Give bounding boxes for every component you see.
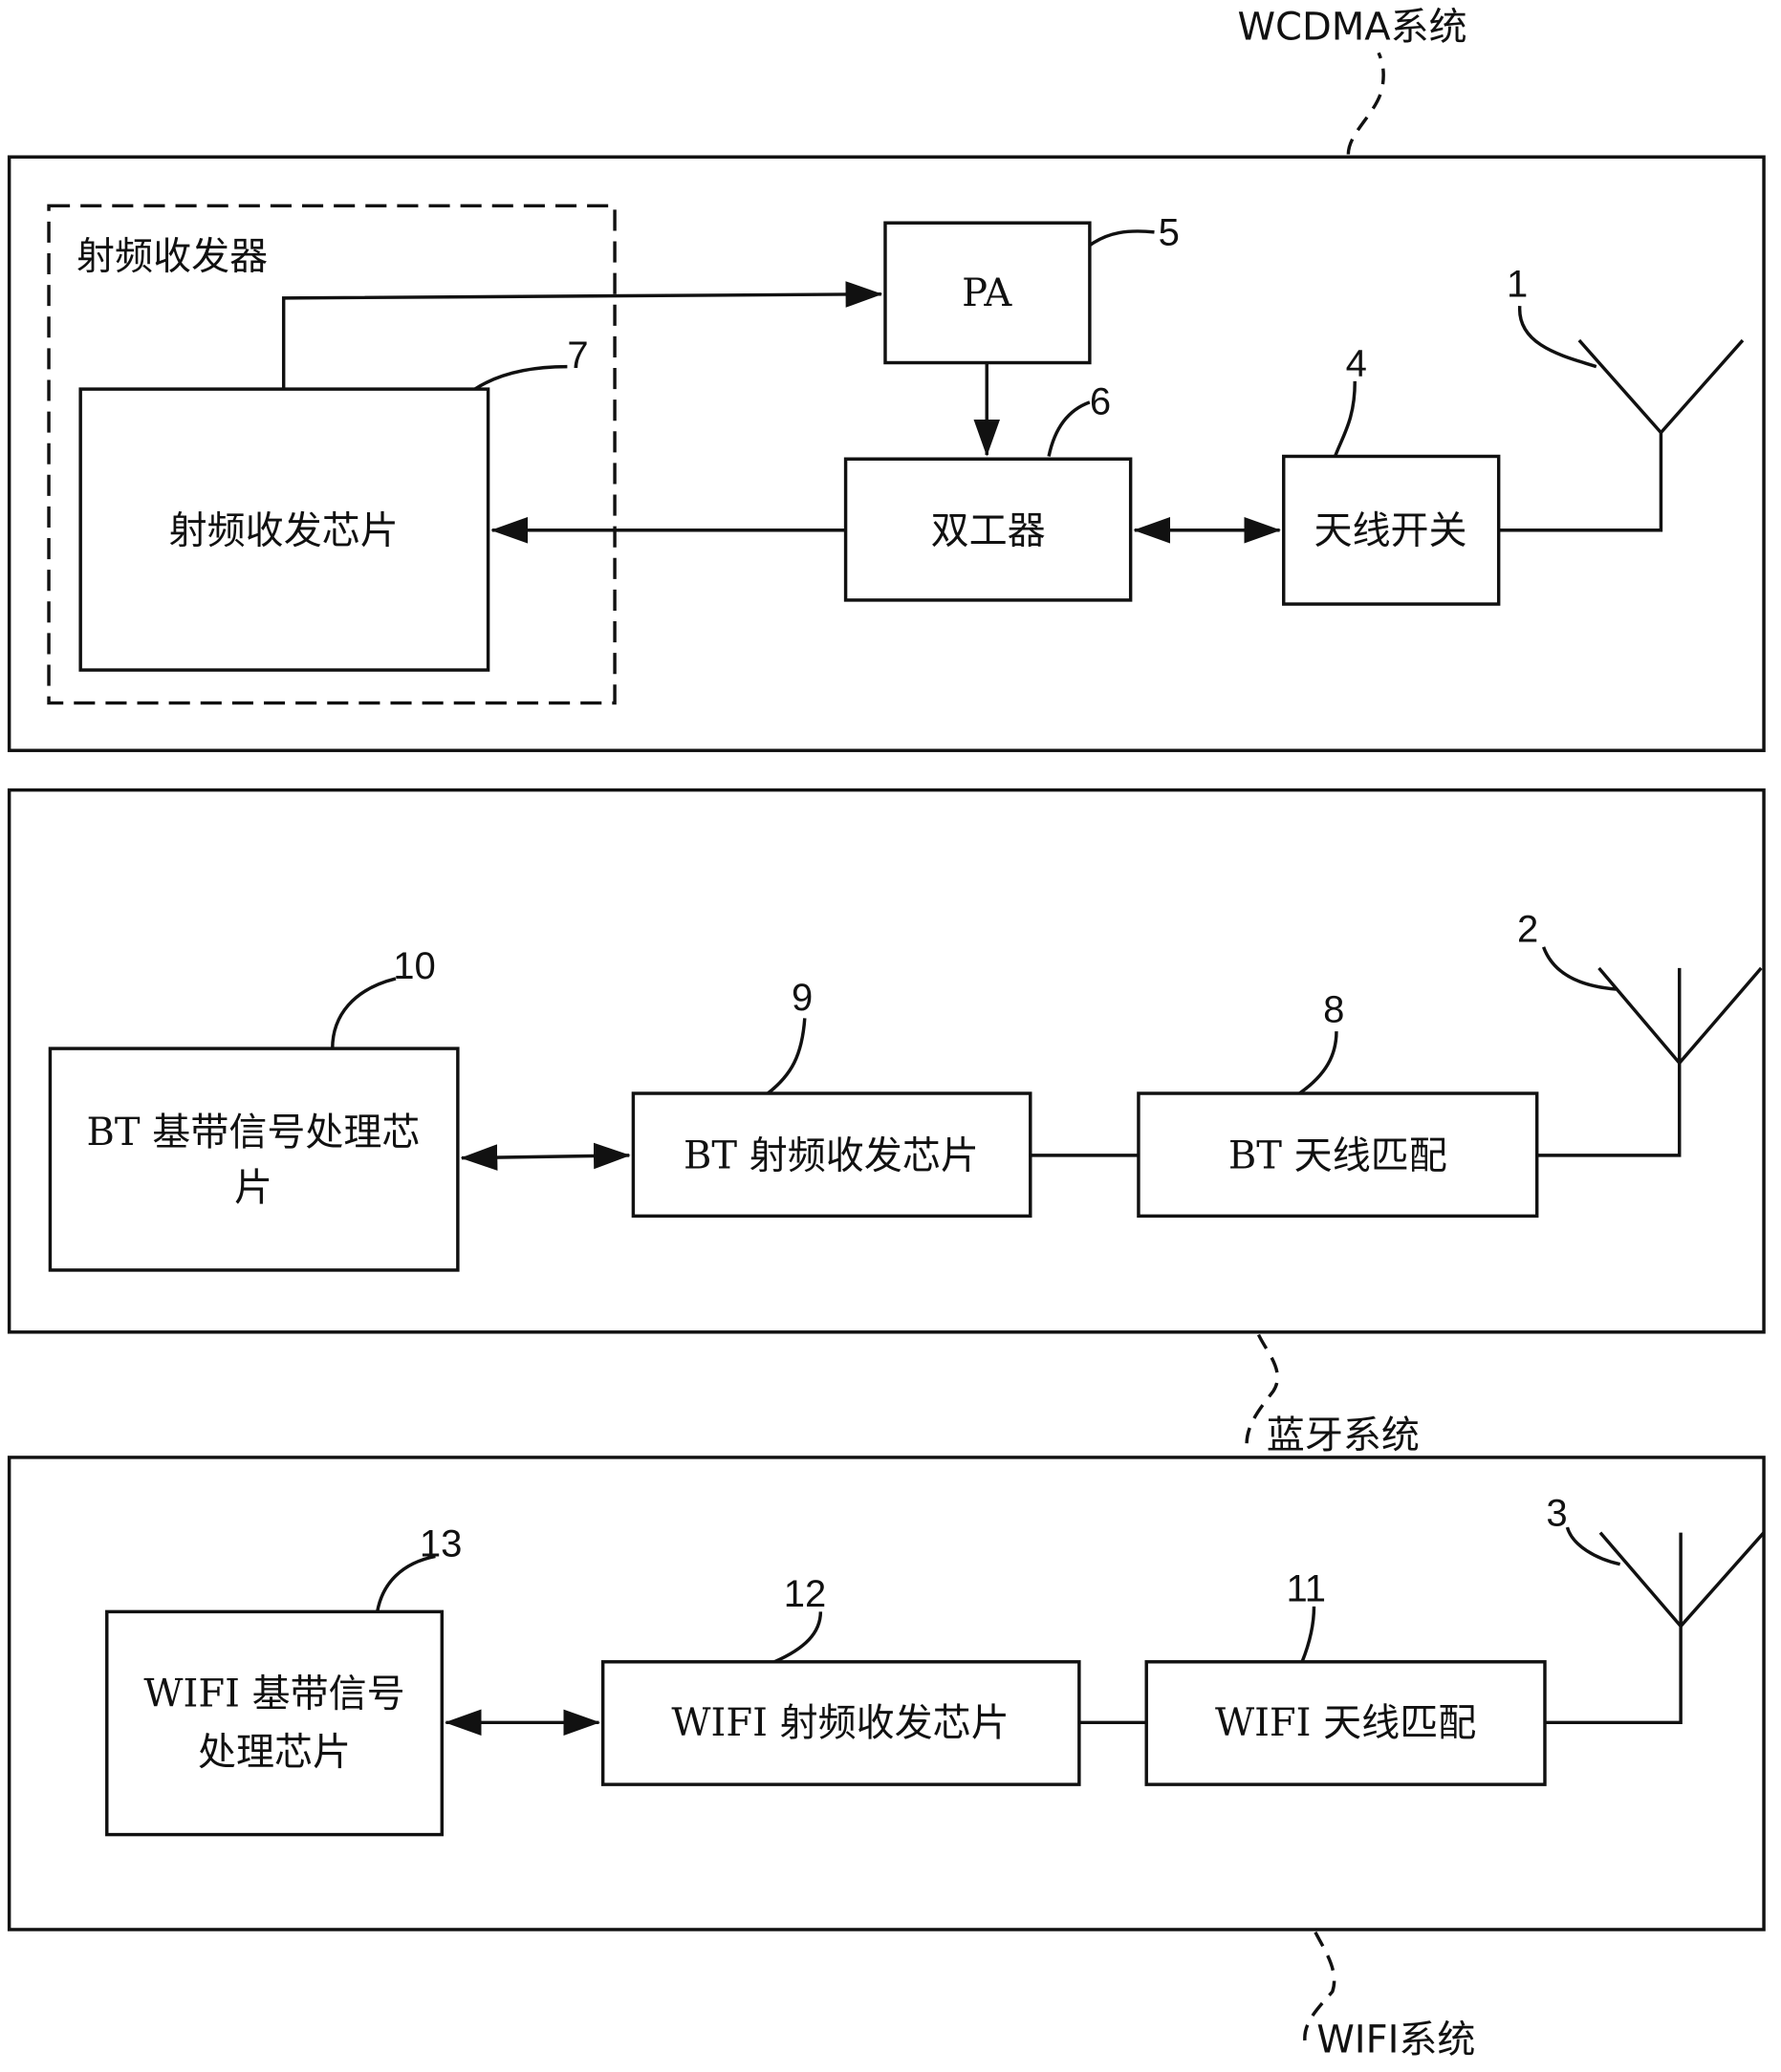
ref-leader-7 xyxy=(475,367,568,389)
ref-number-13: 13 xyxy=(420,1522,463,1565)
ref-leader-8 xyxy=(1299,1031,1336,1093)
rf-transceiver-group-label: 射频收发器 xyxy=(76,235,268,279)
ref-leader-9 xyxy=(768,1018,805,1093)
wcdma-leader-line xyxy=(1348,53,1383,154)
ref-number-7: 7 xyxy=(567,335,588,377)
ref-leader-12 xyxy=(774,1611,820,1661)
wifi-baseband-label-line1: WIFI 基带信号 xyxy=(143,1673,404,1716)
bluetooth-system-label: 蓝牙系统 xyxy=(1267,1414,1420,1457)
ref-leader-4 xyxy=(1336,381,1356,457)
ref-leader-10 xyxy=(333,979,396,1048)
switch-to-antenna-line xyxy=(1499,433,1662,530)
ref-number-12: 12 xyxy=(784,1573,827,1615)
wifi-system-label: WIFI系统 xyxy=(1316,2018,1475,2061)
bt-match-to-antenna-line xyxy=(1537,1063,1680,1155)
ref-number-2: 2 xyxy=(1517,908,1538,950)
ref-number-9: 9 xyxy=(792,977,813,1019)
ref-number-11: 11 xyxy=(1287,1567,1327,1609)
ref-leader-6 xyxy=(1049,402,1090,457)
pa-label: PA xyxy=(962,271,1012,315)
wifi-match-to-antenna-line xyxy=(1545,1627,1681,1723)
rf-transceiver-group xyxy=(49,205,615,702)
wifi-baseband-box xyxy=(107,1611,443,1834)
bluetooth-system-frame xyxy=(10,790,1764,1332)
bt-baseband-box xyxy=(50,1048,457,1270)
ref-leader-11 xyxy=(1302,1607,1314,1662)
bt-baseband-label-line2: 片 xyxy=(234,1166,272,1210)
wifi-rf-chip-label: WIFI 射频收发芯片 xyxy=(671,1701,1009,1745)
wifi-baseband-label-line2: 处理芯片 xyxy=(198,1730,351,1774)
bt-rf-chip-label: BT 射频收发芯片 xyxy=(684,1134,979,1178)
wcdma-rf-chip-label: 射频收发芯片 xyxy=(169,509,399,553)
antenna-1-icon xyxy=(1579,340,1743,433)
ref-leader-1 xyxy=(1520,306,1596,366)
ref-leader-5 xyxy=(1090,231,1155,246)
duplexer-label: 双工器 xyxy=(931,509,1046,553)
bt-baseband-label-line1: BT 基带信号处理芯 xyxy=(86,1111,420,1155)
ref-number-5: 5 xyxy=(1159,212,1180,254)
antenna-switch-label: 天线开关 xyxy=(1314,509,1466,553)
bt-antenna-match-label: BT 天线匹配 xyxy=(1228,1134,1447,1178)
ref-number-3: 3 xyxy=(1546,1493,1567,1535)
ref-number-6: 6 xyxy=(1090,380,1111,422)
bt-baseband-rf-link xyxy=(462,1155,629,1158)
ref-number-1: 1 xyxy=(1507,264,1528,306)
wcdma-system-label: WCDMA系统 xyxy=(1237,5,1466,49)
ref-number-4: 4 xyxy=(1346,342,1367,384)
antenna-2-icon xyxy=(1599,968,1762,1063)
wifi-antenna-match-label: WIFI 天线匹配 xyxy=(1215,1701,1476,1745)
ref-leader-2 xyxy=(1544,947,1617,989)
ref-number-8: 8 xyxy=(1323,989,1344,1031)
ref-number-10: 10 xyxy=(393,945,436,987)
antenna-3-icon xyxy=(1600,1533,1764,1627)
